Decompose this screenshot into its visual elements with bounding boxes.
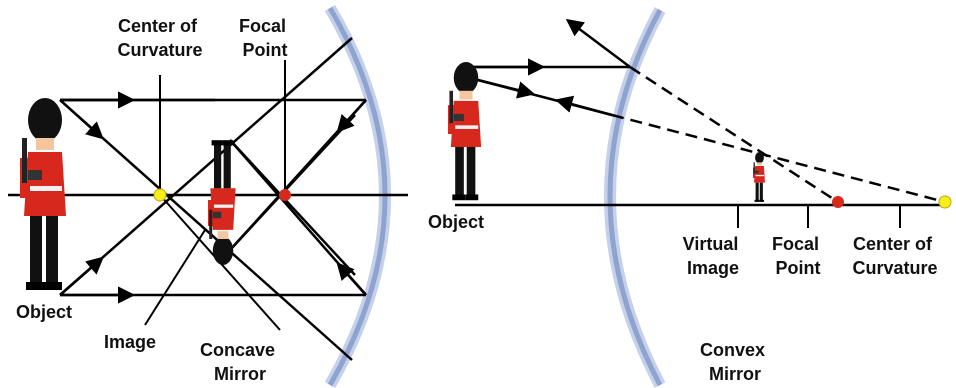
inverted-image-guard bbox=[208, 140, 236, 265]
label-convex-mirror: Convex Mirror bbox=[700, 340, 770, 384]
center-of-curvature-point-left bbox=[153, 188, 167, 202]
convex-virtual-rays bbox=[611, 65, 946, 204]
convex-leaders bbox=[737, 205, 901, 228]
virtual-image-guard bbox=[753, 152, 765, 202]
label-object-right: Object bbox=[428, 212, 484, 232]
focal-point-left bbox=[279, 189, 291, 201]
label-concave-mirror: Concave Mirror bbox=[200, 340, 280, 384]
convex-panel: Object Virtual Image Focal Point Center … bbox=[428, 7, 952, 388]
concave-panel: Center of Curvature Focal Point Object I… bbox=[8, 4, 408, 388]
convex-rays bbox=[469, 18, 631, 117]
label-center-of-curvature-left: Center of Curvature bbox=[117, 16, 202, 60]
label-virtual-image: Virtual Image bbox=[683, 234, 744, 278]
label-object-left: Object bbox=[16, 302, 72, 322]
label-focal-point-left: Focal Point bbox=[239, 16, 291, 60]
concave-rays bbox=[59, 37, 367, 361]
object-guard-right bbox=[448, 62, 482, 201]
label-center-of-curvature-right: Center of Curvature bbox=[852, 234, 937, 278]
object-guard-left bbox=[20, 98, 66, 290]
focal-point-right bbox=[832, 196, 844, 208]
center-of-curvature-point-right bbox=[938, 195, 952, 209]
label-focal-point-right: Focal Point bbox=[772, 234, 824, 278]
label-image-left: Image bbox=[104, 332, 156, 352]
